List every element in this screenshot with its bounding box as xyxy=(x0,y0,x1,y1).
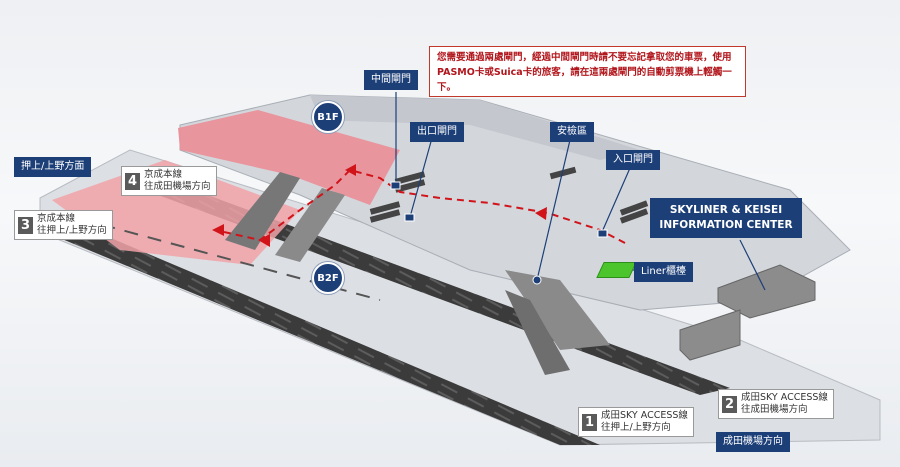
gate-machines xyxy=(369,166,649,224)
transfer-route xyxy=(214,168,626,244)
platform-1-sign: 1 成田SKY ACCESS線往押上/上野方向 xyxy=(578,407,694,437)
concourse-upper-wall xyxy=(310,95,640,160)
stairs-left xyxy=(225,172,300,250)
ticket-booth xyxy=(679,309,741,361)
platform-number: 4 xyxy=(125,172,140,190)
label-oshiage-ueno: 押上/上野方面 xyxy=(14,157,92,177)
label-exit-gate: 出口閘門 xyxy=(410,122,464,142)
level-b2f-text: B2F xyxy=(317,272,339,284)
platform-3-sign: 3 京成本線往押上/上野方向 xyxy=(14,210,113,240)
level-b1f-text: B1F xyxy=(317,111,339,123)
platform-number: 1 xyxy=(582,413,597,431)
label-info-center: SKYLINER & KEISEI INFORMATION CENTER xyxy=(650,198,802,238)
platform-direction: 往押上/上野方向 xyxy=(601,422,671,433)
label-narita-airport: 成田機場方向 xyxy=(716,432,790,452)
info-center-booth xyxy=(717,264,816,319)
label-liner-counter: Liner櫃檯 xyxy=(634,262,693,282)
level-b1f-badge: B1F xyxy=(312,101,344,133)
track-lower xyxy=(45,225,600,445)
escalator-center xyxy=(505,270,610,350)
level-b2f-badge: B2F xyxy=(312,262,344,294)
stairs-center xyxy=(275,188,345,262)
platform-line: 成田SKY ACCESS線 xyxy=(601,410,688,421)
b1f-platform-highlight xyxy=(178,110,400,205)
label-security: 安檢區 xyxy=(550,122,594,142)
label-entrance-gate: 入口閘門 xyxy=(606,150,660,170)
platform-number: 2 xyxy=(722,395,737,413)
escalator-lower xyxy=(505,290,570,375)
platform-line: 京成本線 xyxy=(144,169,183,180)
platform-4-sign: 4 京成本線往成田機場方向 xyxy=(121,166,217,196)
platform-direction: 往成田機場方向 xyxy=(144,181,211,192)
platform-number: 3 xyxy=(18,216,33,234)
platform-line: 京成本線 xyxy=(37,213,76,224)
platform-line: 成田SKY ACCESS線 xyxy=(741,392,828,403)
platform-direction: 往押上/上野方向 xyxy=(37,225,107,236)
platform-direction: 往成田機場方向 xyxy=(741,404,808,415)
label-middle-gate: 中間閘門 xyxy=(364,70,418,90)
platform-2-sign: 2 成田SKY ACCESS線往成田機場方向 xyxy=(718,389,834,419)
gate-notice: 您需要通過兩處閘門，經過中間閘門時請不要忘記拿取您的車票，使用PASMO卡或Su… xyxy=(429,46,746,97)
